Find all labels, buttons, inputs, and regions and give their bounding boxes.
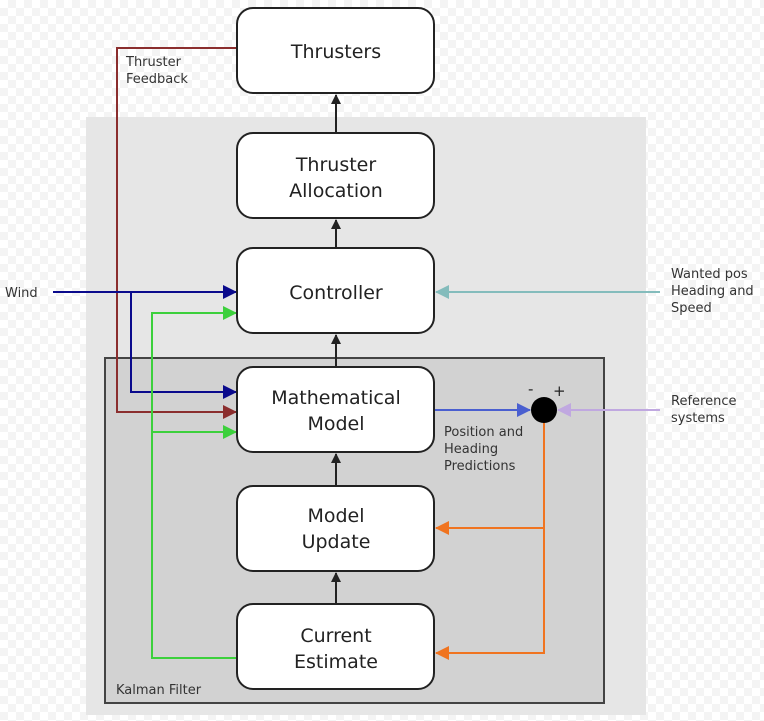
reference-label-line1: Reference xyxy=(671,394,736,409)
wind-label: Wind xyxy=(5,286,38,301)
block-controller: Controller xyxy=(236,247,435,334)
block-current-estimate: Current Estimate xyxy=(236,603,435,690)
wanted-label-line3: Speed xyxy=(671,301,712,316)
predictions-label-line2: Heading xyxy=(444,442,498,457)
block-controller-label: Controller xyxy=(289,282,383,304)
thruster-feedback-label-line1: Thruster xyxy=(125,55,182,70)
block-model-update-label-line1: Model xyxy=(307,505,364,527)
wanted-label-line1: Wanted pos xyxy=(671,267,748,282)
block-thrusters: Thrusters xyxy=(236,7,435,94)
block-model-update-label-line2: Update xyxy=(302,531,371,553)
block-mathematical-model: Mathematical Model xyxy=(236,366,435,453)
block-current-estimate-label-line2: Estimate xyxy=(294,651,378,673)
error-to-estimate-line xyxy=(435,422,545,660)
wanted-label-line2: Heading and xyxy=(671,284,754,299)
junction-minus-sign: - xyxy=(528,380,533,398)
predictions-label-line1: Position and xyxy=(444,425,523,440)
block-current-estimate-label-line1: Current xyxy=(300,625,371,647)
estimate-to-controller-line xyxy=(151,306,237,659)
block-thrusters-label: Thrusters xyxy=(290,41,381,63)
junction-plus-sign: + xyxy=(553,382,566,400)
block-model-update: Model Update xyxy=(236,485,435,572)
block-thruster-allocation: Thruster Allocation xyxy=(236,132,435,219)
kalman-filter-label: Kalman Filter xyxy=(116,683,202,698)
block-mathematical-model-label-line2: Model xyxy=(307,413,364,435)
block-thruster-allocation-label-line1: Thruster xyxy=(295,154,377,176)
wind-to-model-line xyxy=(130,292,237,399)
thruster-feedback-line xyxy=(116,47,237,419)
summing-junction xyxy=(531,397,557,423)
predictions-label-line3: Predictions xyxy=(444,459,516,474)
reference-label-line2: systems xyxy=(671,411,725,426)
block-thruster-allocation-label-line2: Allocation xyxy=(289,180,383,202)
block-mathematical-model-label-line1: Mathematical xyxy=(271,387,400,409)
thruster-feedback-label-line2: Feedback xyxy=(126,72,188,87)
